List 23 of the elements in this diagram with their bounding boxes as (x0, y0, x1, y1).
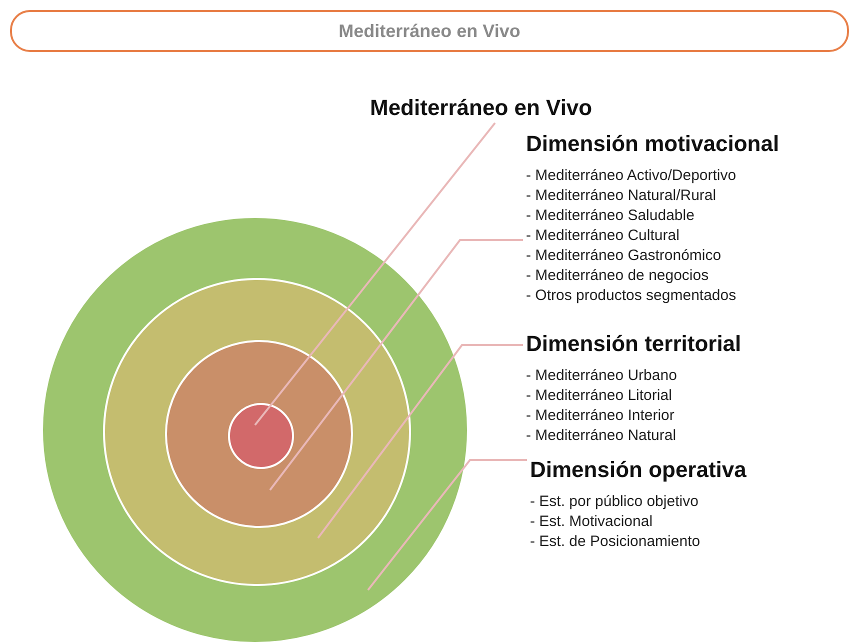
heading: Dimensión territorial (526, 331, 742, 357)
list-item: - Mediterráneo Activo/Deportivo (526, 166, 738, 186)
list-item: - Mediterráneo Natural/Rural (526, 186, 718, 206)
list-item: - Mediterráneo Gastronómico (526, 246, 722, 266)
heading: Dimensión motivacional (526, 131, 780, 157)
leader-line (367, 459, 527, 591)
list-item: - Est. de Posicionamiento (530, 532, 702, 552)
list-item: - Mediterráneo Litorial (526, 386, 673, 406)
heading: Dimensión operativa (530, 457, 746, 483)
list-item: - Mediterráneo de negocios (526, 266, 710, 286)
list-item: - Mediterráneo Interior (526, 406, 676, 426)
list-item: - Otros productos segmentados (526, 286, 738, 306)
list-item: - Mediterráneo Saludable (526, 206, 696, 226)
list-item: - Mediterráneo Urbano (526, 366, 678, 386)
leader-line (317, 344, 523, 539)
leader-line (254, 122, 496, 426)
list-item: - Est. por público objetivo (530, 492, 700, 512)
list-item: - Mediterráneo Cultural (526, 226, 680, 246)
list-item: - Est. Motivacional (530, 512, 654, 532)
title-text: Mediterráneo en Vivo (338, 20, 520, 42)
leader-line (269, 239, 523, 491)
heading: Mediterráneo en Vivo (370, 95, 592, 121)
list-item: - Mediterráneo Natural (526, 426, 678, 446)
